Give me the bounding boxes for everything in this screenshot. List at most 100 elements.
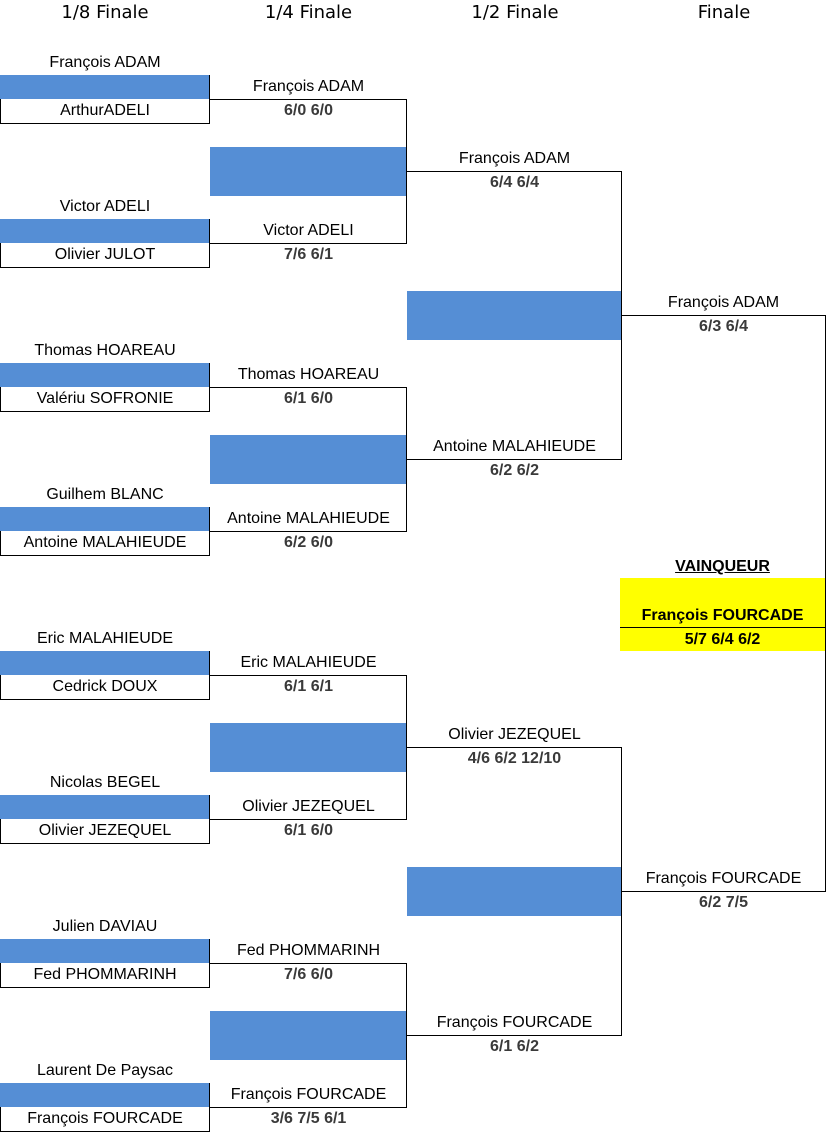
bracket-line [407,171,622,172]
bracket-line [0,819,1,844]
bracket-line [0,267,210,268]
qf-winner: Victor ADELI [263,222,354,239]
bracket-line [621,747,622,1036]
qf-winner: Eric MALAHIEUDE [240,654,377,671]
sf-score: 4/6 6/2 12/10 [467,750,562,767]
bracket-line [0,387,1,412]
r16-player-top: Laurent De Paysac [36,1062,174,1079]
r16-player-top: Guilhem BLANC [46,486,164,503]
bracket-line [622,315,826,316]
r16-slot [0,651,210,675]
qf-winner: Fed PHOMMARINH [236,942,381,959]
bracket-line [0,411,210,412]
r16-slot [0,507,210,531]
r16-player-bottom: ArthurADELI [60,102,150,119]
r16-player-top: François ADAM [49,54,161,71]
qf-score: 6/1 6/1 [284,678,333,695]
bracket-line [210,243,407,244]
qf-score: 7/6 6/1 [284,246,333,263]
r16-player-top: Nicolas BEGEL [49,774,161,791]
champion-label: VAINQUEUR [675,558,770,575]
r16-player-top: Victor ADELI [59,198,151,215]
r16-slot [0,1083,210,1107]
bracket-line [0,243,1,268]
header-semifinal: 1/2 Finale [471,2,559,23]
bracket-line [209,219,210,268]
header-final: Finale [697,2,751,23]
bracket-line [210,531,407,532]
r16-slot [0,939,210,963]
bracket-line [210,1107,407,1108]
qf-slot [210,147,407,196]
qf-slot [210,723,407,772]
qf-score: 6/1 6/0 [284,390,333,407]
qf-winner: Olivier JEZEQUEL [242,798,375,815]
final-score: 6/3 6/4 [699,318,748,335]
sf-score: 6/1 6/2 [490,1038,539,1055]
r16-player-bottom: Cedrick DOUX [52,678,158,695]
bracket-line [406,99,407,244]
bracket-line [0,99,1,124]
champion-box [620,578,825,651]
r16-player-top: Thomas HOAREAU [34,342,176,359]
bracket-line [209,507,210,556]
qf-winner: François ADAM [252,78,365,95]
qf-slot [210,435,407,484]
r16-slot [0,795,210,819]
bracket-line [209,1083,210,1132]
r16-slot [0,219,210,243]
r16-player-top: Julien DAVIAU [52,918,158,935]
bracket-line [0,555,210,556]
bracket-line [209,651,210,700]
champion-score: 5/7 6/4 6/2 [684,631,761,648]
bracket-line [407,459,622,460]
sf-score: 6/4 6/4 [490,174,539,191]
bracket-line [406,963,407,1108]
header-quarterfinal: 1/4 Finale [264,2,353,23]
r16-player-bottom: Valériu SOFRONIE [36,390,174,407]
bracket-line [406,387,407,532]
sf-winner: Olivier JEZEQUEL [448,726,581,743]
r16-slot [0,75,210,99]
qf-winner: Thomas HOAREAU [237,366,380,383]
r16-player-bottom: Antoine MALAHIEUDE [23,534,187,551]
sf-score: 6/2 6/2 [490,462,539,479]
r16-slot [0,363,210,387]
bracket-line [0,699,210,700]
qf-slot [210,1011,407,1060]
r16-player-bottom: François FOURCADE [27,1110,183,1127]
r16-player-bottom: Olivier JEZEQUEL [38,822,172,839]
qf-score: 6/2 6/0 [284,534,333,551]
bracket-line [210,963,407,964]
bracket-line [210,675,407,676]
qf-score: 6/0 6/0 [284,102,333,119]
bracket-line [210,819,407,820]
bracket-line [0,531,1,556]
bracket-line [209,75,210,124]
bracket-line [0,1107,1,1132]
bracket-line [407,1035,622,1036]
qf-score: 6/1 6/0 [284,822,333,839]
bracket-line [209,795,210,844]
r16-player-top: Eric MALAHIEUDE [36,630,174,647]
r16-player-bottom: Fed PHOMMARINH [33,966,177,983]
final-finalist: François ADAM [667,294,780,311]
qf-score: 7/6 6/0 [284,966,333,983]
qf-winner: Antoine MALAHIEUDE [227,510,390,527]
bracket-line [622,891,826,892]
champion-name: François FOURCADE [641,607,804,624]
r16-player-bottom: Olivier JULOT [54,246,156,263]
bracket-line [620,627,825,628]
header-round-of-16: 1/8 Finale [61,2,149,23]
qf-winner: François FOURCADE [230,1086,387,1103]
qf-score: 3/6 7/5 6/1 [270,1110,347,1127]
final-score: 6/2 7/5 [699,894,748,911]
bracket-line [209,363,210,412]
bracket-line [407,747,622,748]
sf-winner: Antoine MALAHIEUDE [433,438,596,455]
sf-winner: François FOURCADE [436,1014,593,1031]
bracket-line [210,387,407,388]
bracket-line [406,675,407,820]
bracket-line [0,123,210,124]
